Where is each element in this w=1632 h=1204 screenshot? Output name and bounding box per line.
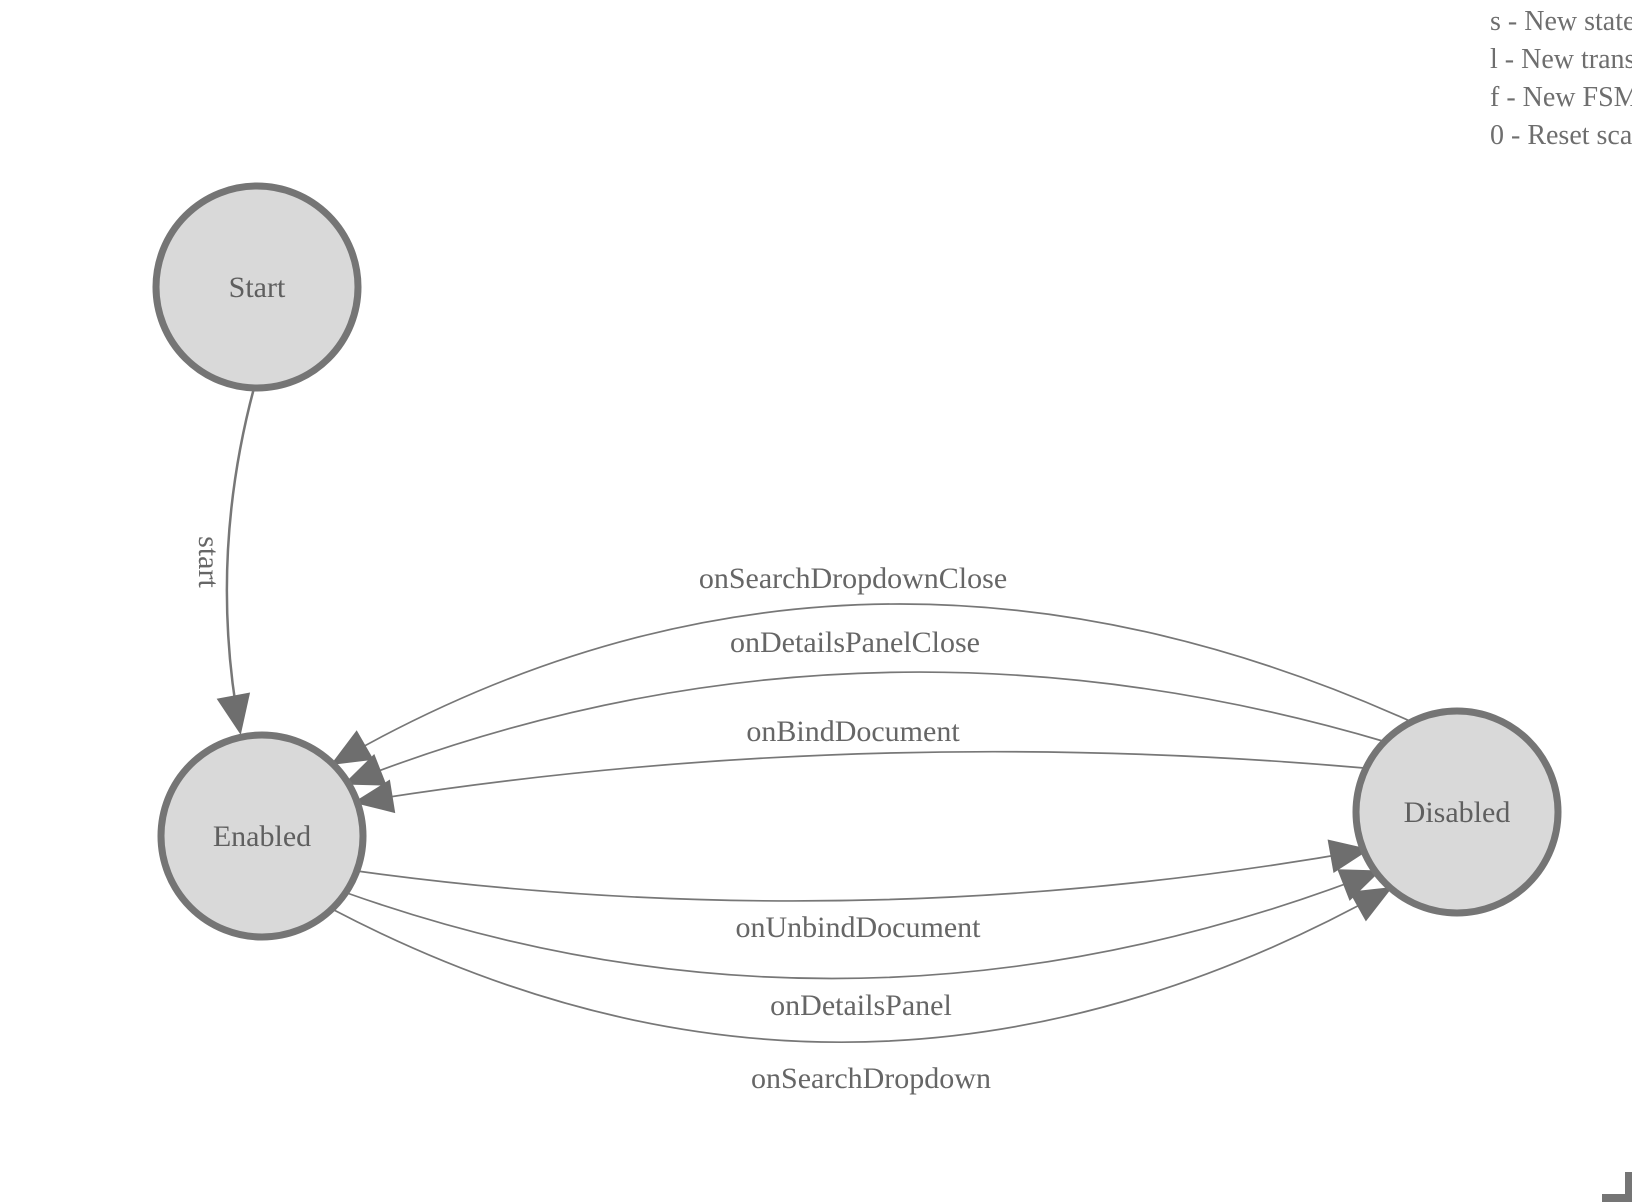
transition-edge-onunbinddocument[interactable]	[356, 839, 1370, 902]
transition-label-onbinddocument: onBindDocument	[746, 715, 960, 748]
transition-edge-start[interactable]	[216, 387, 256, 735]
transition-edge-onbinddocument[interactable]	[353, 750, 1365, 814]
transition-label-start: start	[192, 536, 225, 588]
shortcut-legend: s - New state l - New transition f - New…	[1490, 3, 1632, 155]
state-label-disabled: Disabled	[1404, 796, 1511, 829]
transition-edge-ondetailspanelclose[interactable]	[343, 671, 1387, 786]
state-label-start: Start	[229, 271, 286, 304]
transition-edge-onsearchdropdownclose[interactable]	[330, 603, 1413, 765]
legend-line-reset-scale: 0 - Reset scale	[1490, 120, 1632, 151]
transition-label-ondetailspanel: onDetailsPanel	[770, 989, 952, 1022]
transition-label-onsearchdropdownclose: onSearchDropdownClose	[699, 562, 1007, 595]
transition-edge-onsearchdropdown[interactable]	[331, 887, 1393, 1043]
legend-line-new-transition: l - New transition	[1490, 44, 1632, 75]
transition-label-onsearchdropdown: onSearchDropdown	[751, 1062, 991, 1095]
canvas-corner-mark	[1602, 1172, 1632, 1202]
state-label-enabled: Enabled	[213, 820, 311, 853]
transition-label-onunbinddocument: onUnbindDocument	[736, 911, 982, 944]
legend-line-new-fsm: f - New FSM	[1490, 82, 1632, 113]
state-node-disabled[interactable]	[1352, 707, 1562, 917]
transition-label-ondetailspanelclose: onDetailsPanelClose	[730, 626, 980, 659]
state-node-enabled[interactable]	[157, 731, 367, 941]
state-node-start[interactable]	[152, 182, 362, 392]
legend-line-new-state: s - New state	[1490, 6, 1632, 37]
transition-edge-ondetailspanel[interactable]	[346, 869, 1381, 980]
